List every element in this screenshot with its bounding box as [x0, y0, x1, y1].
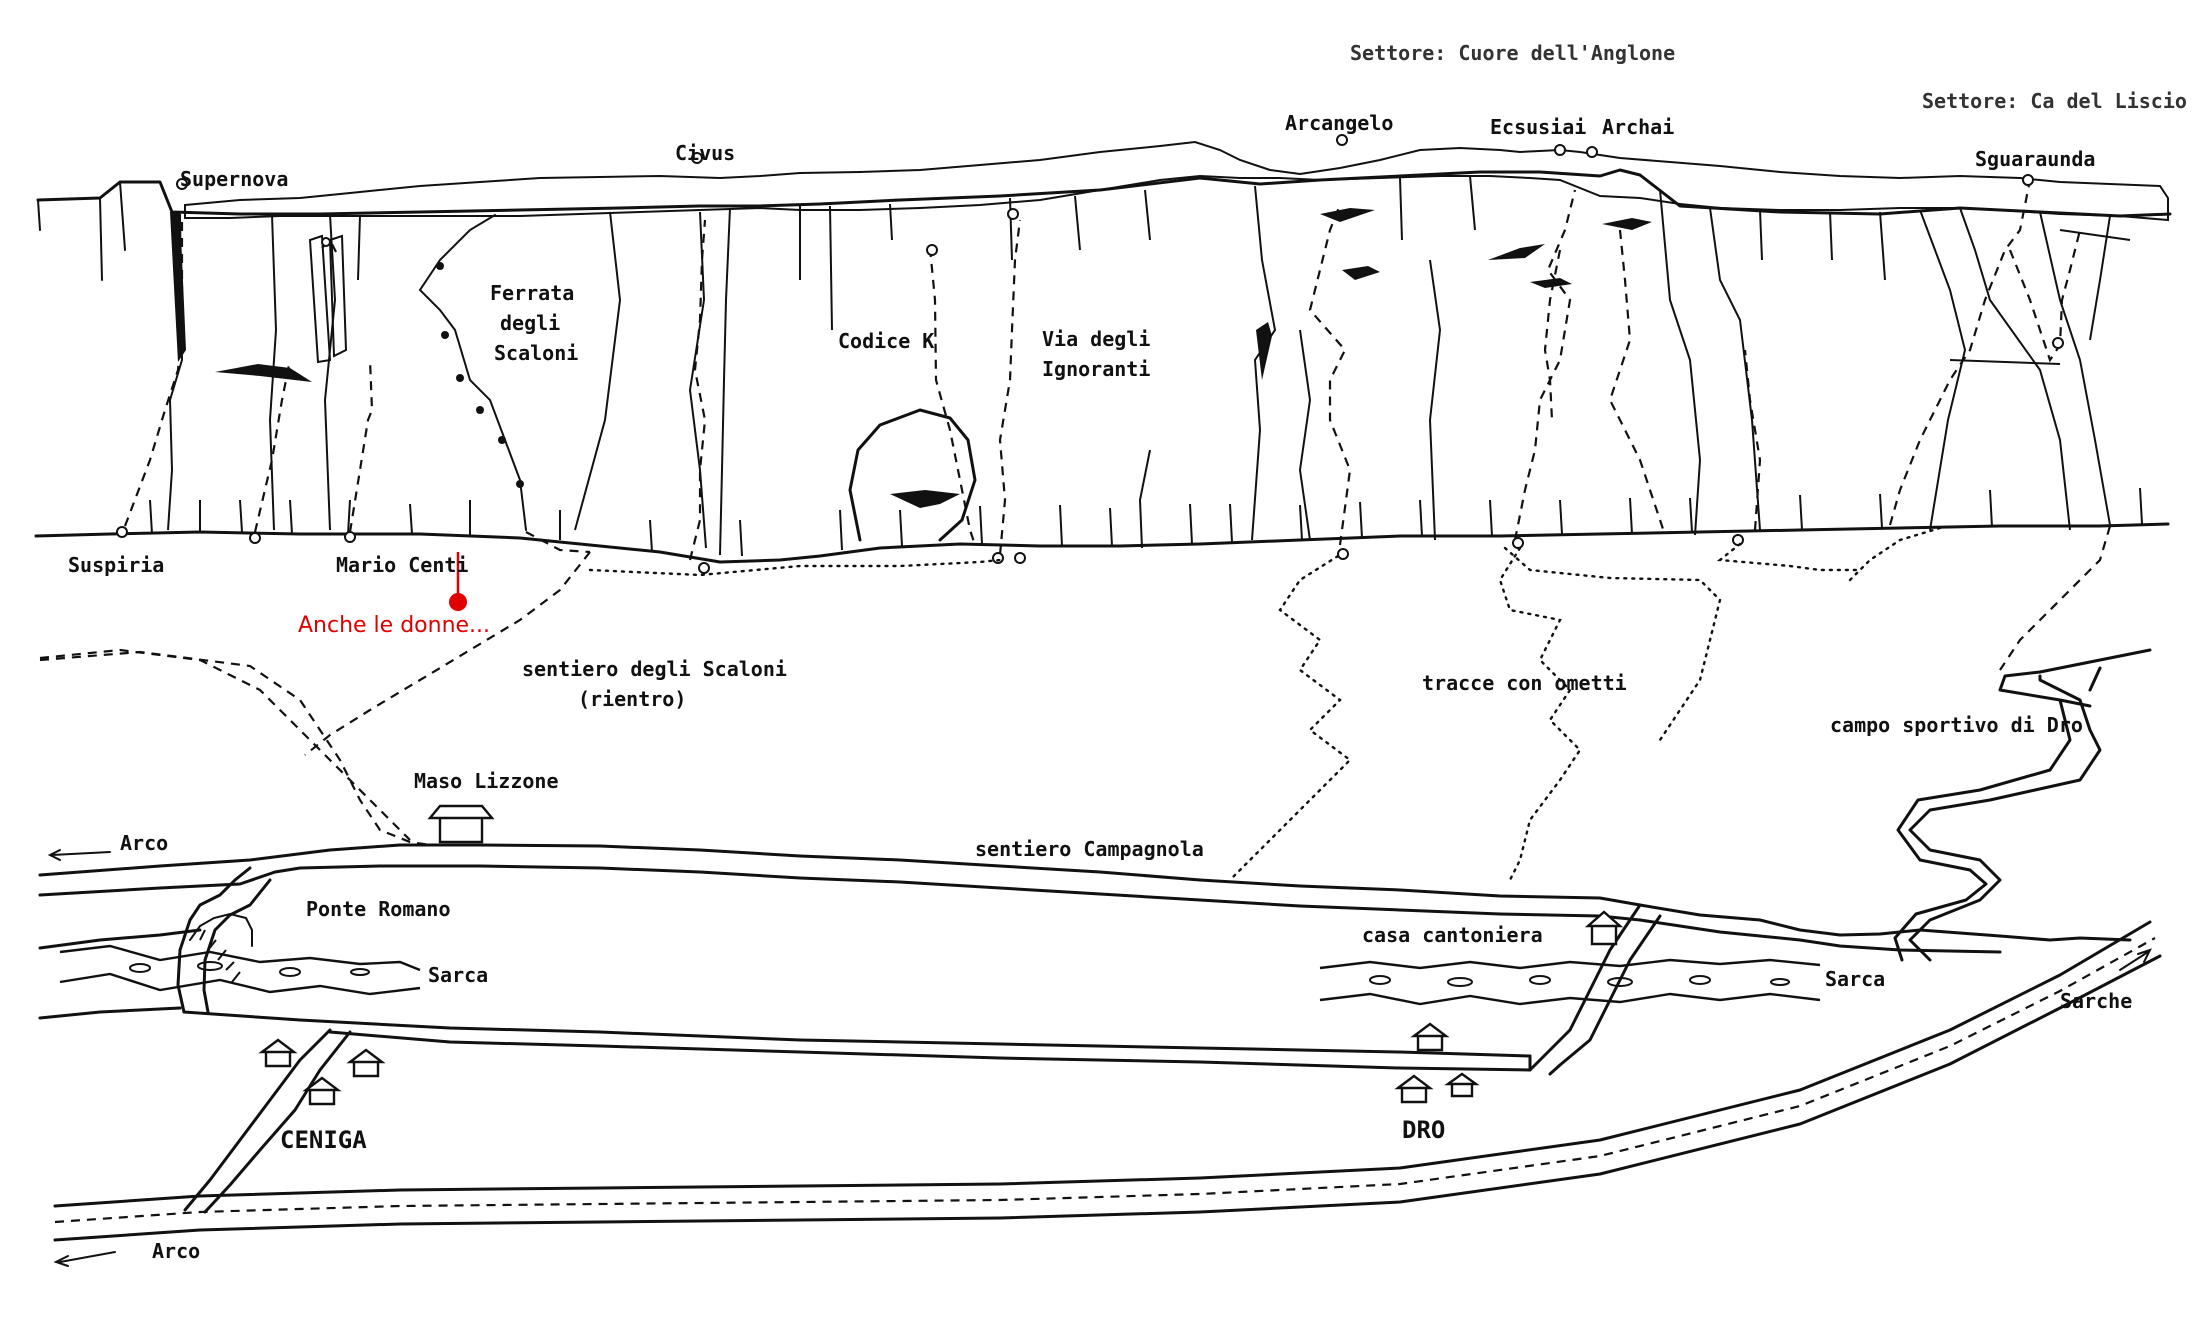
annotation-dot	[449, 593, 467, 611]
main-highway	[53, 920, 2162, 1242]
ceniga-label: CENIGA	[280, 1126, 367, 1154]
route-civus-label: Civus	[675, 141, 735, 165]
sentiero-campagnola-label: sentiero Campagnola	[975, 837, 1204, 861]
ledge-1	[215, 364, 312, 382]
dro-label: DRO	[1402, 1116, 1445, 1144]
sarca-river	[59, 944, 1821, 1006]
sentiero-scaloni-label-2: (rientro)	[578, 687, 686, 711]
sector-cuore-label: Settore: Cuore dell'Anglone	[1350, 41, 1675, 65]
maso-lizzone-label: Maso Lizzone	[414, 769, 559, 793]
climbing-routes	[123, 179, 2082, 561]
sector-liscio-label: Settore: Ca del Liscio	[1922, 89, 2187, 113]
ferrata-line	[418, 214, 527, 531]
sarca-left-label: Sarca	[428, 963, 488, 987]
ledge-4	[1342, 266, 1380, 280]
ledge-5	[1488, 244, 1545, 260]
route-ignoranti-label-1: Via degli	[1042, 327, 1150, 351]
sarca-right-label: Sarca	[1825, 967, 1885, 991]
cliff-left-edge	[37, 181, 126, 281]
ferrata-label-3: Scaloni	[494, 341, 578, 365]
ponte-romano	[38, 866, 1532, 1058]
casa-cantoniera-house	[1584, 910, 1624, 946]
pillar	[308, 234, 348, 364]
labels: Settore: Cuore dell'Anglone Settore: Ca …	[68, 41, 2187, 1263]
route-anchors	[116, 134, 2064, 574]
red-annotation	[449, 552, 467, 611]
sarche-label: Sarche	[2060, 989, 2132, 1013]
ledge-8	[170, 212, 186, 362]
annotation-text: Anche le donne...	[298, 613, 490, 638]
lower-roads	[183, 903, 2132, 1214]
ledge-7	[1602, 218, 1652, 230]
route-suspiria-label: Suspiria	[68, 553, 164, 577]
ledge-2	[890, 490, 960, 508]
route-mario-centi-label: Mario Centi	[336, 553, 468, 577]
maso-lizzone-house	[427, 804, 495, 844]
cliff-face	[34, 134, 2172, 574]
ferrata-label-1: Ferrata	[490, 281, 574, 305]
sentiero-scaloni-label-1: sentiero degli Scaloni	[522, 657, 787, 681]
ferrata-points	[436, 262, 524, 488]
ledge-3	[1320, 208, 1375, 222]
upper-dashed-road	[39, 650, 431, 847]
approach-paths	[39, 525, 2152, 962]
arco-top-label: Arco	[120, 831, 168, 855]
ledge-6	[1530, 278, 1572, 288]
route-ecsusiai-label: Ecsusiai	[1490, 115, 1586, 139]
ferrata-label-2: degli	[500, 311, 560, 335]
route-ignoranti-label-2: Ignoranti	[1042, 357, 1150, 381]
tracce-label: tracce con ometti	[1422, 671, 1627, 695]
cliff-base-hatching	[149, 487, 2143, 557]
cliff-top-edge	[36, 168, 2172, 218]
ledge-9	[1256, 322, 1272, 380]
campo-sportivo-label: campo sportivo di Dro	[1830, 713, 2083, 737]
route-codice-k-label: Codice K	[838, 329, 934, 353]
direction-arrows	[47, 849, 2152, 1267]
route-supernova-label: Supernova	[180, 167, 288, 191]
codice-k-cave	[848, 408, 977, 542]
ponte-romano-label: Ponte Romano	[306, 897, 451, 921]
route-arcangelo-label: Arcangelo	[1285, 111, 1393, 135]
route-archai-label: Archai	[1602, 115, 1674, 139]
arco-bottom-label: Arco	[152, 1239, 200, 1263]
houses	[258, 804, 1624, 1106]
sentiero-campagnola	[38, 843, 1642, 922]
casa-cantoniera-label: casa cantoniera	[1362, 923, 1543, 947]
cliff-base	[34, 522, 2170, 564]
route-sguaraunda-label: Sguaraunda	[1975, 147, 2095, 171]
